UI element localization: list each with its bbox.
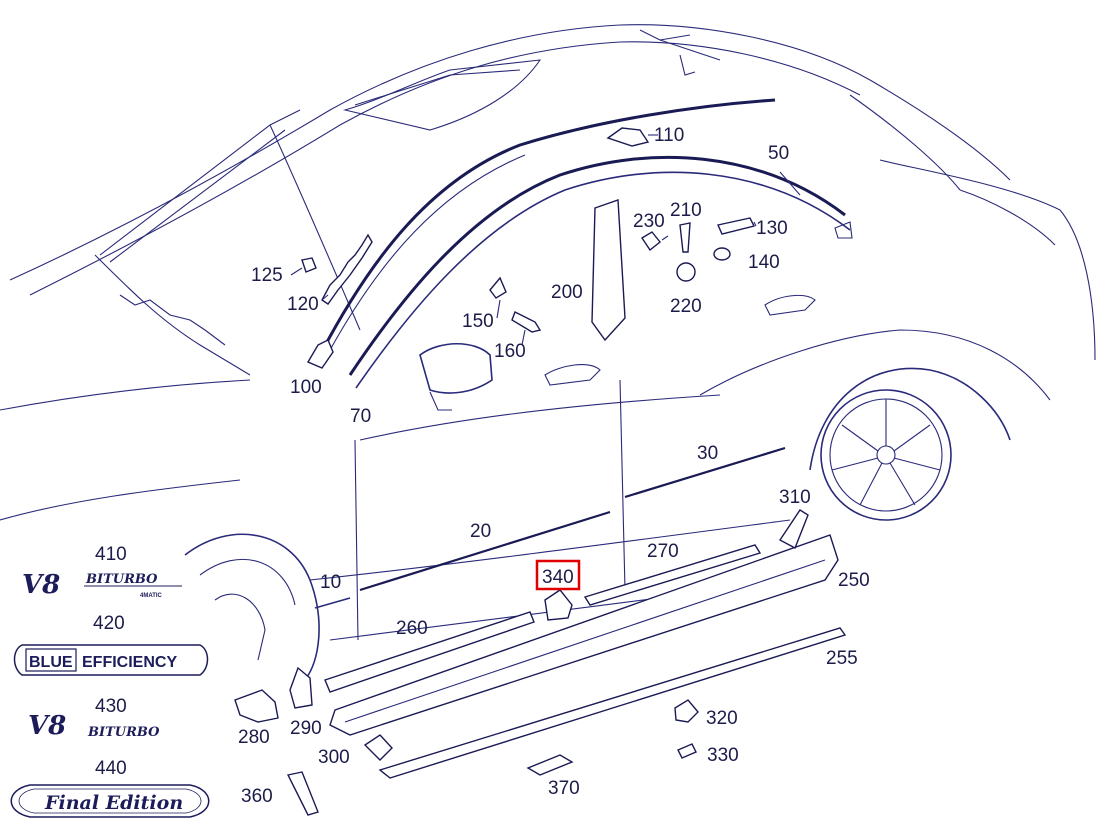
label-310: 310 xyxy=(779,487,811,508)
label-70: 70 xyxy=(350,406,371,427)
label-20: 20 xyxy=(470,521,491,542)
badge-410-sub: BITURBO xyxy=(85,572,158,587)
badge-420-left: BLUE xyxy=(29,654,73,671)
bracket-340 xyxy=(544,589,573,621)
bracket-370 xyxy=(526,754,574,776)
bracket-280 xyxy=(234,689,279,723)
label-125: 125 xyxy=(251,265,283,286)
bracket-310 xyxy=(778,509,809,549)
label-410: 410 xyxy=(95,544,127,565)
clip-110 xyxy=(606,127,650,147)
label-230: 230 xyxy=(633,211,665,232)
clip-140 xyxy=(713,247,731,261)
sill-255 xyxy=(378,627,847,779)
label-100: 100 xyxy=(290,377,322,398)
label-300: 300 xyxy=(318,747,350,768)
label-30: 30 xyxy=(697,443,718,464)
label-10: 10 xyxy=(320,572,341,593)
badge-420-right: EFFICIENCY xyxy=(82,654,177,671)
label-220: 220 xyxy=(670,296,702,317)
molding-20 xyxy=(359,510,611,592)
sill-250 xyxy=(329,534,839,736)
bracket-290 xyxy=(289,666,313,709)
badge-410-small: 4MATIC xyxy=(140,593,163,599)
label-260: 260 xyxy=(396,618,428,639)
clip-300 xyxy=(363,734,393,761)
label-270: 270 xyxy=(647,541,679,562)
clip-150 xyxy=(489,276,507,299)
clip-125 xyxy=(301,257,317,273)
badge-430: V8 BITURBO xyxy=(28,711,160,741)
part-number-labels: 110 50 230 210 130 140 220 200 150 160 1… xyxy=(93,125,870,807)
pin-210 xyxy=(679,222,691,253)
badge-410: V8 BITURBO 4MATIC xyxy=(22,570,182,600)
label-290: 290 xyxy=(290,718,322,739)
clip-360 xyxy=(286,771,319,816)
label-420: 420 xyxy=(93,613,125,634)
badge-430-main: V8 xyxy=(28,711,66,741)
badge-430-sub: BITURBO xyxy=(87,725,160,740)
label-360: 360 xyxy=(241,786,273,807)
car-body-outline xyxy=(0,24,1096,681)
label-50: 50 xyxy=(768,143,789,164)
highlight-box-340 xyxy=(535,559,581,591)
clip-130 xyxy=(717,217,756,235)
badge-410-main: V8 xyxy=(22,570,60,600)
badge-440: Final Edition xyxy=(10,784,210,818)
bolt-230 xyxy=(641,231,661,252)
trim-200 xyxy=(591,199,626,342)
label-430: 430 xyxy=(95,696,127,717)
clip-220 xyxy=(676,262,696,282)
label-440: 440 xyxy=(95,758,127,779)
label-255: 255 xyxy=(826,648,858,669)
label-340: 340 xyxy=(542,567,574,588)
label-210: 210 xyxy=(670,200,702,221)
badge-440-text: Final Edition xyxy=(44,792,183,814)
label-250: 250 xyxy=(838,570,870,591)
roof-molding-50 xyxy=(348,155,853,389)
label-320: 320 xyxy=(706,708,738,729)
clip-120 xyxy=(321,233,373,305)
label-160: 160 xyxy=(494,341,526,362)
sill-260 xyxy=(324,611,535,693)
label-370: 370 xyxy=(548,778,580,799)
label-120: 120 xyxy=(287,294,319,315)
roof-rail-molding xyxy=(318,98,776,356)
clip-320 xyxy=(674,699,699,723)
screw-160 xyxy=(511,311,542,333)
clip-330 xyxy=(677,743,697,759)
leader-lines xyxy=(290,134,801,346)
badge-420: BLUE EFFICIENCY xyxy=(13,644,209,676)
label-110: 110 xyxy=(654,125,684,146)
label-140: 140 xyxy=(748,252,780,273)
end-cap-100 xyxy=(306,339,334,369)
label-150: 150 xyxy=(462,311,494,332)
label-130: 130 xyxy=(756,218,788,239)
label-330: 330 xyxy=(707,745,739,766)
label-200: 200 xyxy=(551,282,583,303)
label-280: 280 xyxy=(238,727,270,748)
molding-10 xyxy=(314,597,351,609)
sill-270 xyxy=(583,544,762,606)
molding-30 xyxy=(624,446,786,499)
